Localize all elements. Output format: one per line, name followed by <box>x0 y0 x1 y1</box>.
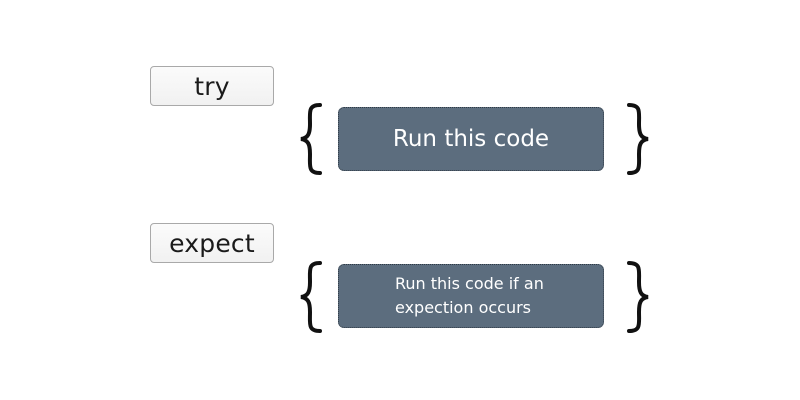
try-code-text: Run this code <box>392 126 550 152</box>
try-code-block: Run this code <box>338 107 604 171</box>
except-code-block: Run this code if an expection occurs <box>338 264 604 328</box>
except-code-text: Run this code if an expection occurs <box>395 274 544 317</box>
close-brace-icon <box>625 102 651 176</box>
except-keyword-box: expect <box>150 223 274 263</box>
close-brace-icon <box>625 260 651 334</box>
open-brace-icon <box>298 260 324 334</box>
try-keyword-label: try <box>194 71 230 101</box>
try-keyword-box: try <box>150 66 274 106</box>
except-keyword-label: expect <box>169 228 255 258</box>
open-brace-icon <box>298 102 324 176</box>
